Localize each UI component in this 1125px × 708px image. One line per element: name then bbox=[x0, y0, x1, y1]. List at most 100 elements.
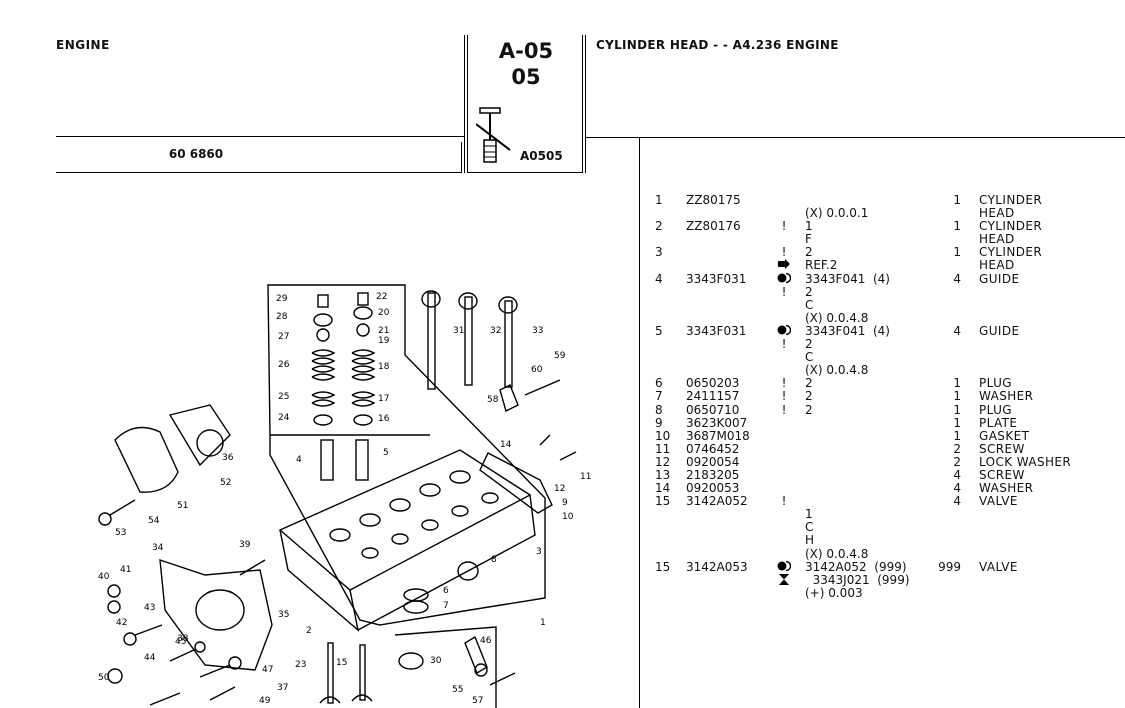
svg-text:52: 52 bbox=[220, 478, 231, 488]
note-line: 3343J021 (999) bbox=[805, 572, 910, 587]
note-line: (+) 0.003 bbox=[805, 585, 863, 600]
part-number: ZZ80176 bbox=[686, 219, 741, 234]
svg-text:4: 4 bbox=[296, 455, 302, 465]
hourglass-icon bbox=[777, 573, 791, 588]
note-line: F bbox=[805, 232, 812, 247]
description-line: SCREW bbox=[979, 441, 1025, 456]
note-line: C bbox=[805, 297, 814, 312]
svg-text:29: 29 bbox=[276, 294, 288, 304]
svg-text:59: 59 bbox=[554, 351, 566, 361]
svg-text:28: 28 bbox=[276, 312, 288, 322]
quantity: 2 bbox=[953, 441, 961, 456]
interchange-icon bbox=[777, 272, 792, 286]
svg-text:42: 42 bbox=[116, 618, 127, 628]
interchange-icon bbox=[777, 560, 792, 574]
exclamation-mark: ! bbox=[781, 245, 787, 260]
part-number: 3343F031 bbox=[686, 271, 747, 286]
svg-text:40: 40 bbox=[98, 572, 110, 582]
part-number: 0650203 bbox=[686, 376, 740, 391]
svg-text:34: 34 bbox=[152, 543, 164, 553]
quantity: 2 bbox=[953, 454, 961, 469]
note-line: C bbox=[805, 520, 814, 535]
svg-text:37: 37 bbox=[277, 683, 288, 693]
item-number: 4 bbox=[655, 271, 663, 286]
item-number: 10 bbox=[655, 428, 671, 443]
description-line: HEAD bbox=[979, 258, 1015, 273]
note-line: (X) 0.0.4.8 bbox=[805, 310, 869, 325]
reference-number: 60 6860 bbox=[168, 147, 224, 161]
note-line: (X) 0.0.0.1 bbox=[805, 206, 869, 221]
description-line: SCREW bbox=[979, 468, 1025, 482]
item-number: 5 bbox=[655, 323, 663, 338]
svg-text:15: 15 bbox=[336, 658, 347, 668]
svg-text:30: 30 bbox=[430, 656, 442, 666]
quantity: 4 bbox=[953, 494, 961, 509]
svg-text:55: 55 bbox=[452, 685, 463, 695]
svg-text:49: 49 bbox=[259, 696, 271, 706]
svg-text:41: 41 bbox=[120, 565, 131, 575]
item-number: 9 bbox=[655, 415, 663, 430]
svg-text:23: 23 bbox=[295, 660, 306, 670]
description-line: GUIDE bbox=[979, 323, 1020, 338]
part-number: 0746452 bbox=[686, 441, 740, 456]
svg-text:12: 12 bbox=[554, 484, 565, 494]
exclamation-mark: ! bbox=[781, 219, 787, 234]
description-line: HEAD bbox=[979, 206, 1015, 221]
item-number: 15 bbox=[655, 559, 671, 574]
item-number: 11 bbox=[655, 441, 671, 456]
item-number: 1 bbox=[655, 193, 663, 207]
svg-text:38: 38 bbox=[177, 634, 189, 644]
svg-text:19: 19 bbox=[378, 336, 390, 346]
svg-text:35: 35 bbox=[278, 610, 289, 620]
exclamation-mark: ! bbox=[781, 376, 787, 391]
svg-text:33: 33 bbox=[532, 326, 543, 336]
svg-text:1: 1 bbox=[540, 618, 546, 628]
interchange-icon bbox=[777, 324, 792, 338]
svg-text:16: 16 bbox=[378, 414, 390, 424]
item-number: 15 bbox=[655, 494, 671, 509]
description-line: PLUG bbox=[979, 376, 1013, 391]
item-number: 3 bbox=[655, 245, 663, 260]
svg-text:60: 60 bbox=[531, 365, 543, 375]
note-line: 2 bbox=[805, 284, 813, 299]
svg-text:44: 44 bbox=[144, 653, 156, 663]
svg-text:3: 3 bbox=[536, 547, 542, 557]
quantity: 4 bbox=[953, 323, 961, 338]
note-line: 3343F041 (4) bbox=[805, 323, 890, 338]
note-line: (X) 0.0.4.8 bbox=[805, 363, 869, 378]
svg-text:57: 57 bbox=[472, 696, 483, 706]
description-line: GUIDE bbox=[979, 271, 1020, 286]
exclamation-mark: ! bbox=[781, 284, 787, 299]
diagram-list-divider bbox=[639, 137, 640, 708]
svg-text:46: 46 bbox=[480, 636, 492, 646]
item-number: 13 bbox=[655, 468, 671, 482]
description-line: WASHER bbox=[979, 389, 1034, 404]
svg-text:43: 43 bbox=[144, 603, 155, 613]
valve-stack-left bbox=[311, 294, 336, 426]
note-line: 2 bbox=[805, 337, 813, 352]
svg-text:17: 17 bbox=[378, 394, 389, 404]
svg-text:36: 36 bbox=[222, 453, 234, 463]
svg-text:7: 7 bbox=[443, 601, 449, 611]
header-rule-left bbox=[56, 136, 464, 137]
note-line: 2 bbox=[805, 245, 813, 260]
head-ports bbox=[329, 470, 499, 559]
part-number: 0920054 bbox=[686, 454, 740, 469]
quantity: 1 bbox=[953, 219, 961, 234]
item-number: 2 bbox=[655, 219, 663, 234]
description-line: PLUG bbox=[979, 402, 1013, 417]
note-line: 2 bbox=[805, 402, 813, 417]
description-line: GASKET bbox=[979, 428, 1030, 443]
part-number: 0650710 bbox=[686, 402, 740, 417]
note-line: 2 bbox=[805, 389, 813, 404]
description-line: PLATE bbox=[979, 415, 1018, 430]
part-number: 3142A053 bbox=[686, 559, 748, 574]
svg-text:45: 45 bbox=[175, 637, 186, 647]
svg-text:50: 50 bbox=[98, 673, 110, 683]
quantity: 1 bbox=[953, 415, 961, 430]
svg-text:9: 9 bbox=[562, 498, 568, 508]
quantity: 4 bbox=[953, 468, 961, 482]
note-line: 3343F041 (4) bbox=[805, 271, 890, 286]
svg-text:11: 11 bbox=[580, 472, 591, 482]
code-box-bottom bbox=[467, 172, 583, 173]
